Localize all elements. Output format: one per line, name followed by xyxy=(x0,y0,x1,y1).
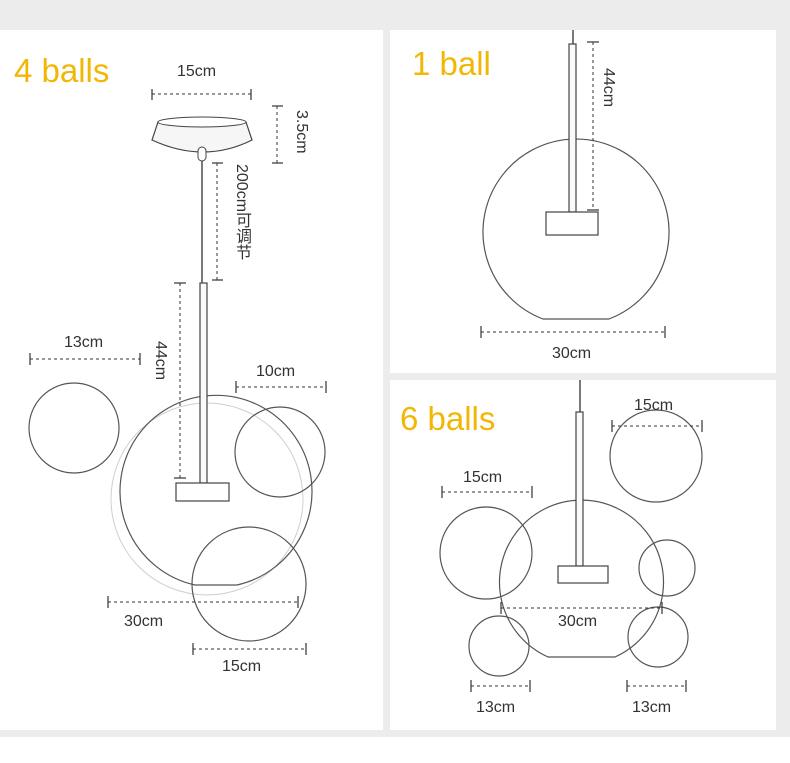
four-balls-title: 4 balls xyxy=(14,52,110,89)
led-module xyxy=(175,482,230,502)
four-balls-panel: 4 balls 15cm 3.5cm 200cm可调节 44cm 13cm 10… xyxy=(0,30,383,730)
rod-length-label: 44cm xyxy=(152,341,169,381)
left-globe-15cm xyxy=(439,506,533,600)
led-module xyxy=(557,565,609,584)
top-right-ball-label: 15cm xyxy=(634,397,674,414)
lamp-rod xyxy=(575,411,584,567)
rod-length-label: 44cm xyxy=(600,68,617,108)
one-ball-drawing xyxy=(480,30,670,338)
ball-size-label: 30cm xyxy=(552,345,592,362)
ceiling-canopy xyxy=(151,116,253,162)
four-balls-drawing xyxy=(28,89,327,655)
bottom-right-globe-13cm xyxy=(627,606,689,668)
main-globe-30cm xyxy=(498,499,665,658)
main-ball-label: 30cm xyxy=(558,613,598,630)
six-balls-panel: 6 balls 15cm 15cm 30cm 13cm 13cm xyxy=(390,380,776,730)
cable-length-label: 200cm可调节 xyxy=(233,164,250,261)
left-ball-label: 13cm xyxy=(64,334,104,351)
right-ball-label: 10cm xyxy=(256,363,296,380)
left-globe-13cm xyxy=(28,382,120,474)
led-module xyxy=(545,211,599,236)
left-ball-label: 15cm xyxy=(463,469,503,486)
bottom-globe-15cm xyxy=(191,526,307,642)
globe-30cm xyxy=(482,138,670,320)
bottom-right-ball-label: 13cm xyxy=(632,699,672,716)
bottom-left-globe-13cm xyxy=(468,615,530,677)
lamp-rod xyxy=(568,43,577,213)
lamp-rod xyxy=(199,282,208,484)
bottom-left-ball-label: 13cm xyxy=(476,699,516,716)
six-balls-drawing xyxy=(439,380,703,692)
main-ball-label: 30cm xyxy=(124,613,164,630)
one-ball-panel: 1 ball 44cm 30cm xyxy=(390,30,776,373)
canopy-height-label: 3.5cm xyxy=(293,110,310,154)
bottom-strip xyxy=(0,737,790,763)
bottom-ball-label: 15cm xyxy=(222,658,262,675)
one-ball-title: 1 ball xyxy=(412,45,491,82)
canopy-width-label: 15cm xyxy=(177,63,217,80)
main-globe-outline xyxy=(119,394,313,586)
right-globe-10cm xyxy=(234,406,326,498)
six-balls-title: 6 balls xyxy=(400,400,496,437)
right-globe xyxy=(638,539,696,597)
top-right-globe-15cm xyxy=(609,409,703,503)
